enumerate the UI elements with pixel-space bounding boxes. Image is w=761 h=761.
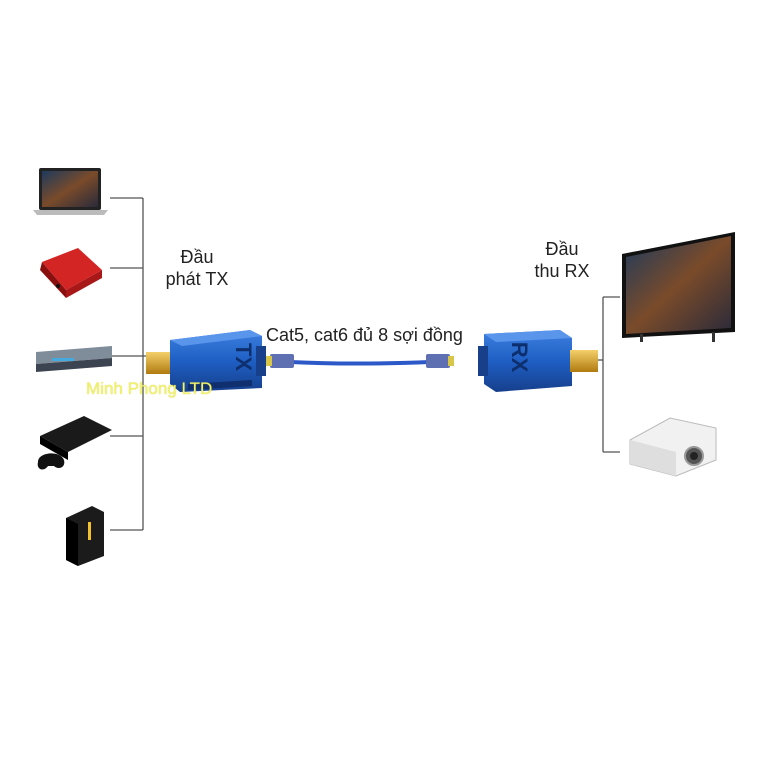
rx-label: Đầu thu RX (530, 238, 594, 282)
watermark: Minh Phong LTD (86, 379, 213, 398)
dvd-player-icon (36, 346, 112, 372)
tv-box-icon (40, 248, 102, 298)
rx-extender (478, 330, 598, 392)
rx-label-line2: thu RX (534, 261, 590, 281)
game-console-icon (37, 416, 112, 470)
tx-hdmi-plug (146, 352, 174, 374)
tx-label: Đầu phát TX (164, 246, 230, 290)
rx-hdmi-plug (570, 350, 598, 372)
network-cable (266, 354, 454, 368)
output-connector-lines (588, 296, 620, 453)
rx-device-text: RX (507, 342, 532, 373)
laptop-icon (33, 168, 108, 215)
source-connector-lines (110, 197, 150, 531)
tx-label-line1: Đầu (180, 247, 214, 267)
tv-icon (622, 232, 735, 342)
tx-label-line2: phát TX (165, 269, 229, 289)
tx-device-text: TX (231, 343, 256, 371)
cable-label: Cat5, cat6 đủ 8 sợi đồng (266, 325, 463, 345)
desktop-pc-icon (66, 506, 104, 566)
tx-extender (146, 330, 266, 392)
rx-label-line1: Đầu (545, 239, 579, 259)
projector-icon (629, 417, 717, 477)
